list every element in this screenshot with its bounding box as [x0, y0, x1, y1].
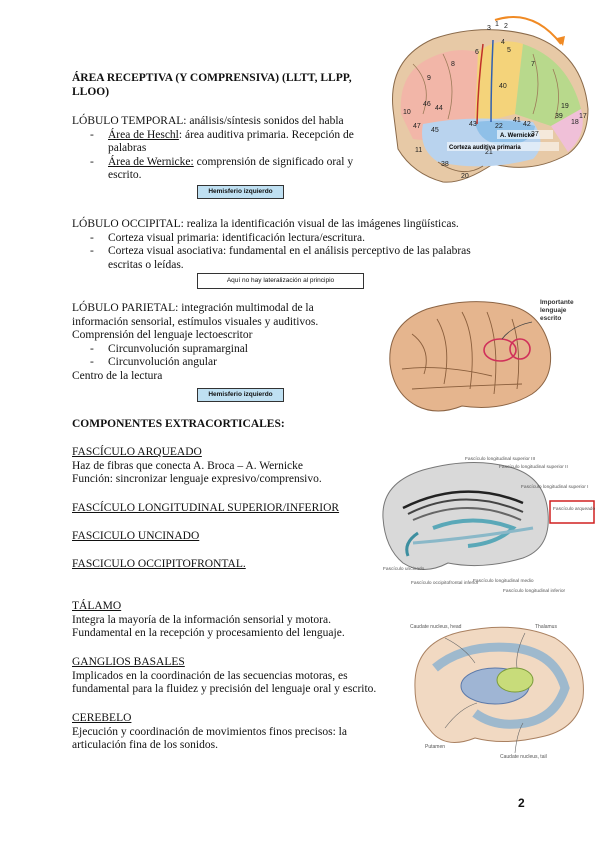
brodmann-area-number: 39	[555, 113, 563, 120]
temporal-section: LÓBULO TEMPORAL: análisis/síntesis sonid…	[72, 115, 372, 183]
extracortical-heading: COMPONENTES EXTRACORTICALES:	[72, 418, 285, 430]
parietal-section: LÓBULO PARIETAL: integración multimodal …	[72, 302, 372, 383]
brodmann-area-number: 8	[451, 61, 455, 68]
fascicle-label: Fascículo longitudinal medio	[473, 578, 534, 584]
brodmann-area-number: 38	[441, 161, 449, 168]
brodmann-area-number: 2	[504, 23, 508, 30]
brodmann-brain-figure: A. Wernicke Corteza auditiva primaria 31…	[392, 16, 589, 183]
hemisphere-tag: Hemisferio izquierdo	[197, 388, 284, 402]
brodmann-area-number: 7	[531, 61, 535, 68]
basal-label: Caudate nucleus, tail	[500, 754, 547, 760]
brodmann-area-number: 6	[475, 49, 479, 56]
temporal-heading: LÓBULO TEMPORAL: análisis/síntesis sonid…	[72, 115, 344, 127]
brodmann-area-number: 45	[431, 127, 439, 134]
list-item: Circunvolución angular	[72, 356, 372, 370]
receptive-heading: ÁREA RECEPTIVA (Y COMPRENSIVA) (LLTT, LL…	[72, 72, 352, 98]
ganglios-section: GANGLIOS BASALES Implicados en la coordi…	[72, 656, 377, 695]
page-number: 2	[518, 796, 525, 810]
parietal-heading: LÓBULO PARIETAL: integración multimodal …	[72, 302, 319, 328]
basal-ganglia-figure: Caudate nucleus, head ThalamusPutamenCaud…	[410, 624, 584, 760]
label-wernicke: A. Wernicke	[500, 133, 535, 139]
fascicle-label: Fascículo longitudinal superior II	[499, 464, 568, 470]
arqueado-section: FASCÍCULO ARQUEADO Haz de fibras que con…	[72, 446, 322, 485]
occipital-heading: LÓBULO OCCIPITAL: realiza la identificac…	[72, 218, 459, 230]
brodmann-area-number: 18	[571, 119, 579, 126]
brodmann-area-number: 3	[487, 25, 491, 32]
fascicle-heading: FASCICULO UNCINADO	[72, 530, 200, 542]
brodmann-area-number: 47	[413, 123, 421, 130]
brodmann-area-number: 21	[485, 149, 493, 156]
talamo-section: TÁLAMO Integra la mayoría de la informac…	[72, 600, 345, 639]
cerebelo-section: CEREBELO Ejecución y coordinación de mov…	[72, 712, 347, 751]
list-item: Área de Wernicke: comprensión de signifi…	[72, 156, 372, 183]
lateralization-tag: Aquí no hay lateralización al principio	[197, 273, 364, 289]
fascicle-heading: FASCÍCULO LONGITUDINAL SUPERIOR/INFERIOR	[72, 502, 340, 514]
fascicle-label: Fascículo arqueado	[553, 506, 595, 512]
brodmann-area-number: 22	[495, 123, 503, 130]
list-item: Circunvolución supramarginal	[72, 343, 372, 357]
brodmann-area-number: 5	[507, 47, 511, 54]
brodmann-area-number: 40	[499, 83, 507, 90]
brodmann-area-number: 41	[513, 117, 521, 124]
basal-label: Caudate nucleus, head	[410, 624, 462, 630]
brodmann-area-number: 46	[423, 101, 431, 108]
label-auditory-cortex: Corteza auditiva primaria	[449, 145, 521, 151]
brodmann-area-number: 43	[469, 121, 477, 128]
fascicle-label: Fascículo occipitofrontal inferior	[411, 580, 479, 586]
fascicle-label: Fascículo longitudinal inferior	[503, 588, 566, 594]
brodmann-area-number: 11	[415, 147, 422, 154]
brodmann-area-number: 17	[579, 113, 587, 120]
brodmann-area-number: 44	[435, 105, 443, 112]
list-item: Área de Heschl: área auditiva primaria. …	[72, 129, 372, 156]
list-item: Corteza visual asociativa: fundamental e…	[72, 245, 482, 272]
brodmann-area-number: 10	[403, 109, 411, 116]
brodmann-area-number: 37	[531, 131, 539, 138]
brodmann-area-number: 1	[495, 21, 499, 28]
occipital-section: LÓBULO OCCIPITAL: realiza la identificac…	[72, 218, 482, 272]
brodmann-area-number: 9	[427, 75, 431, 82]
fascicle-label: Fascículo uncinado	[383, 566, 425, 572]
brodmann-area-number: 42	[523, 121, 531, 128]
basal-label: Thalamus	[535, 624, 557, 630]
hemisphere-tag: Hemisferio izquierdo	[197, 185, 284, 199]
brodmann-area-number: 19	[561, 103, 569, 110]
fascicle-label: Fascículo longitudinal superior I	[521, 484, 588, 490]
list-item: Corteza visual primaria: identificación …	[72, 232, 482, 246]
basal-label: Putamen	[425, 744, 445, 750]
fascicle-heading: FASCICULO OCCIPITOFRONTAL.	[72, 558, 246, 570]
brodmann-area-number: 20	[461, 173, 469, 180]
fascicle-label: Fascículo longitudinal superior III	[465, 456, 535, 462]
brodmann-area-number: 4	[501, 39, 505, 46]
fascicles-figure: Fascículo longitudinal superior III Fascí…	[382, 456, 595, 594]
